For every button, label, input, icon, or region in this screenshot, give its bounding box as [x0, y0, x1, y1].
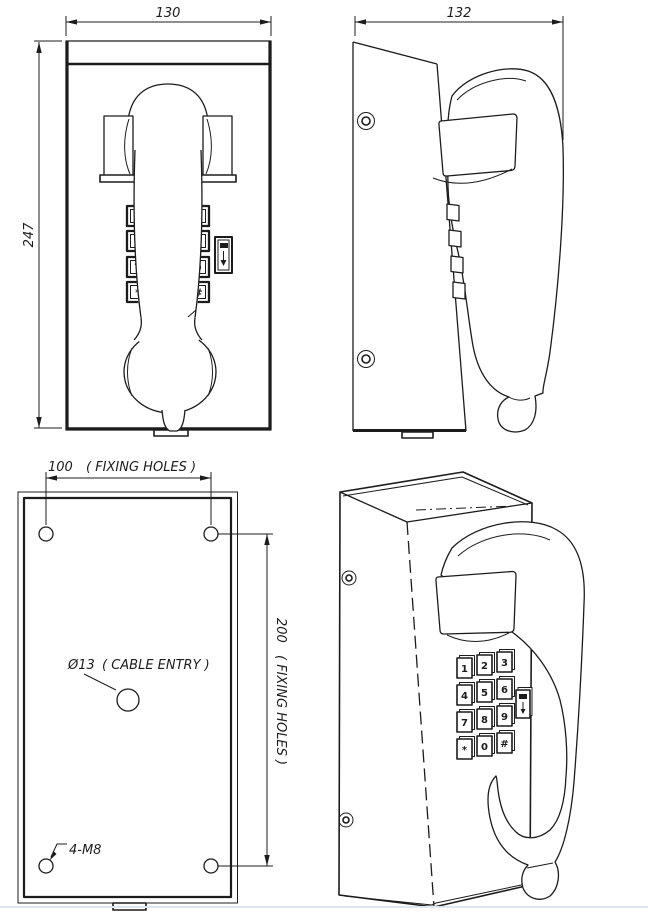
fixing-hole [38, 858, 54, 874]
svg-text:1: 1 [461, 664, 468, 675]
back-plate-view: 100 ( FIXING HOLES ) 200 ( FIXING HOLES … [17, 460, 288, 911]
cable-entry-hole [116, 688, 140, 712]
svg-text:9: 9 [501, 712, 508, 723]
fixing-holes-v-note: ( FIXING HOLES ) [273, 655, 288, 765]
volume-icon [220, 243, 228, 248]
keypad-key[interactable]: * [456, 736, 475, 760]
fixing-holes-v-value: 200 [273, 618, 288, 643]
keypad-button-profile [446, 203, 460, 222]
svg-text:6: 6 [501, 685, 508, 696]
volume-button[interactable] [515, 687, 533, 719]
fixing-hole [203, 858, 219, 874]
arrowhead-icon [200, 475, 211, 481]
fixing-holes-vertical-dimension: 200 ( FIXING HOLES ) [218, 533, 288, 867]
side-view: 132 [352, 6, 564, 439]
svg-text:2: 2 [481, 661, 488, 672]
arrowhead-icon [260, 19, 271, 25]
handset-earpiece [127, 84, 209, 162]
volume-button[interactable] [214, 236, 233, 274]
perspective-cradle-hood [435, 570, 517, 643]
svg-text:7: 7 [461, 718, 468, 729]
bend-centerline [406, 521, 435, 908]
fixing-hole [203, 526, 219, 542]
cable-entry-note: ( CABLE ENTRY ) [102, 658, 210, 673]
svg-text:4: 4 [461, 691, 468, 702]
arrowhead-icon [552, 19, 563, 25]
arrowhead-icon [46, 475, 57, 481]
front-view: 130 247 1 2 3 4 5 6 [22, 6, 272, 437]
front-height-dimension: 247 [22, 40, 62, 429]
keypad-key[interactable]: 7 [456, 709, 475, 733]
svg-text:8: 8 [481, 715, 488, 726]
cable-entry-callout: Ø13 ( CABLE ENTRY ) [67, 658, 210, 691]
arrowhead-icon [36, 417, 42, 428]
keypad-key[interactable]: 2 [476, 652, 495, 676]
bottom-cable-gland [401, 431, 434, 439]
side-width-dimension-label: 132 [447, 6, 472, 21]
arrowhead-icon [36, 42, 42, 53]
cradle-cup-right [196, 115, 237, 183]
keypad-key[interactable]: 4 [456, 682, 475, 706]
fixing-hole [38, 526, 54, 542]
arrowhead-icon [66, 19, 77, 25]
top-centerline [415, 505, 515, 511]
handset-handle [134, 150, 202, 344]
side-keypad-buttons [446, 203, 466, 300]
arrowhead-icon [264, 534, 270, 545]
keypad-key[interactable]: 5 [476, 679, 495, 703]
screw-head [357, 112, 375, 130]
keypad-key[interactable]: 9 [496, 703, 515, 727]
screw-head [341, 570, 357, 586]
screw-head [338, 812, 354, 828]
svg-text:#: # [500, 739, 508, 750]
cradle-hook [432, 168, 513, 184]
perspective-keypad: 1 2 3 4 5 6 7 8 9 * 0 # [456, 649, 533, 760]
keypad-key[interactable]: 6 [496, 676, 515, 700]
svg-text:*: * [462, 745, 468, 756]
handset-neck [161, 409, 186, 432]
back-plate-inner [22, 496, 233, 899]
keypad-key[interactable]: 0 [476, 733, 495, 757]
perspective-view: 1 2 3 4 5 6 7 8 9 * 0 # [338, 471, 585, 908]
cradle-hook [446, 632, 510, 643]
arrowhead-icon [355, 19, 366, 25]
svg-text:0: 0 [481, 742, 488, 753]
fixing-holes-h-note: ( FIXING HOLES ) [86, 460, 196, 475]
keypad-key[interactable]: 8 [476, 706, 495, 730]
cable-entry-value: Ø13 [67, 658, 95, 673]
anchor-callout: 4-M8 [49, 843, 101, 861]
svg-text:5: 5 [481, 688, 488, 699]
keypad-key[interactable]: 3 [496, 649, 515, 673]
front-width-dimension-label: 130 [156, 6, 181, 21]
perspective-handset [440, 521, 585, 900]
arrowhead-icon [264, 855, 270, 866]
keypad-key[interactable]: # [496, 730, 515, 754]
svg-text:3: 3 [501, 658, 508, 669]
side-width-dimension: 132 [354, 6, 564, 140]
anchor-callout-label: 4-M8 [69, 843, 101, 858]
side-cradle-hood [432, 113, 518, 184]
arrow-down-icon [220, 260, 227, 266]
arrowhead-icon [49, 851, 57, 861]
arrow-down-icon [520, 709, 526, 714]
front-width-dimension: 130 [65, 6, 272, 36]
keypad-button-profile [448, 229, 462, 248]
keypad-button-profile [450, 255, 464, 274]
fixing-holes-h-value: 100 [48, 460, 73, 475]
keypad-key[interactable]: 1 [456, 655, 475, 679]
screw-head [357, 350, 375, 368]
cradle-cup-left [99, 115, 140, 183]
keypad-button-profile [452, 281, 466, 300]
volume-icon [519, 694, 527, 699]
fixing-holes-horizontal-dimension: 100 ( FIXING HOLES ) [45, 460, 212, 525]
front-height-dimension-label: 247 [22, 222, 37, 248]
front-handset [99, 83, 237, 432]
